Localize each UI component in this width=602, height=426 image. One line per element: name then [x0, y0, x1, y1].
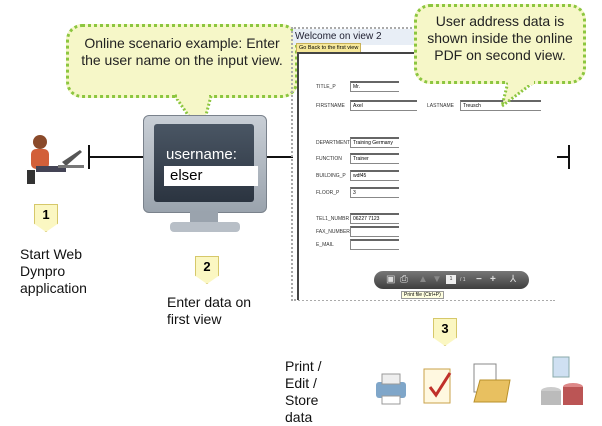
fax-field[interactable]	[350, 226, 399, 237]
field-label: DEPARTMENT	[316, 140, 350, 146]
department-field[interactable]: Training Germany	[350, 137, 399, 148]
pdf-toolbar: ▣ ⎙ ▲ ▼ 1 / 1 − + ⅄	[374, 271, 529, 289]
field-label: FUNCTION	[316, 156, 342, 162]
step-1-caption: Start Web Dynpro application	[20, 246, 87, 296]
monitor-base	[170, 222, 240, 232]
page-total: / 1	[460, 277, 466, 283]
user-at-laptop-icon	[22, 132, 86, 186]
floor-field[interactable]: 3	[350, 187, 399, 198]
step-2-caption: Enter data on first view	[167, 294, 252, 327]
field-label: TEL1_NUMBR	[316, 216, 350, 222]
zoom-out-icon[interactable]: −	[476, 274, 482, 285]
title-field[interactable]: Mr.	[350, 81, 399, 92]
zoom-in-icon[interactable]: +	[490, 274, 496, 285]
email-field[interactable]	[350, 239, 399, 250]
callout-left: Online scenario example: Enter the user …	[66, 24, 298, 98]
connector-end	[88, 145, 90, 169]
field-label: FLOOR_P	[316, 190, 340, 196]
page-down-icon[interactable]: ▼	[432, 274, 442, 285]
building-field[interactable]: wdf45	[350, 170, 399, 181]
connector	[88, 156, 146, 158]
printer-icon	[370, 372, 410, 411]
field-label: TITLE_P	[316, 84, 336, 90]
adobe-icon[interactable]: ⅄	[510, 274, 517, 285]
step-1-marker: 1	[34, 204, 58, 232]
connector	[263, 156, 293, 158]
field-label: FIRSTNAME	[316, 103, 345, 109]
connector-end	[568, 145, 570, 169]
field-label: FAX_NUMBER	[316, 229, 350, 235]
field-label: BUILDING_P	[316, 173, 346, 179]
username-field[interactable]: elser	[164, 166, 258, 186]
username-label: username:	[166, 146, 237, 163]
callout-right: User address data is shown inside the on…	[414, 4, 586, 84]
page-number-input[interactable]: 1	[446, 275, 456, 284]
monitor-stand	[190, 211, 218, 223]
monitor: username: elser	[143, 115, 267, 213]
field-label: E_MAIL	[316, 242, 334, 248]
database-storage-icon	[535, 355, 591, 414]
step-2-marker: 2	[195, 256, 219, 284]
field-label: LASTNAME	[427, 103, 454, 109]
print-tooltip: Print file (Ctrl+P)	[401, 291, 444, 299]
file-folder-icon	[470, 362, 514, 411]
view-title: Welcome on view 2	[295, 31, 382, 42]
connector	[557, 156, 569, 158]
lastname-field[interactable]: Treusch	[460, 100, 541, 111]
callout-text: Online scenario example: Enter the user …	[81, 35, 283, 68]
step-3-marker: 3	[433, 318, 457, 346]
edit-document-icon	[420, 365, 456, 412]
firstname-field[interactable]: Axel	[350, 100, 417, 111]
step-3-caption: Print / Edit / Store data	[285, 358, 322, 425]
save-icon[interactable]: ▣	[386, 274, 396, 285]
print-icon[interactable]: ⎙	[400, 274, 408, 285]
tel-field[interactable]: 06227 7123	[350, 213, 399, 224]
page-up-icon[interactable]: ▲	[418, 274, 428, 285]
function-field[interactable]: Trainer	[350, 153, 399, 164]
callout-tail	[500, 80, 539, 108]
callout-text: User address data is shown inside the on…	[427, 13, 573, 63]
